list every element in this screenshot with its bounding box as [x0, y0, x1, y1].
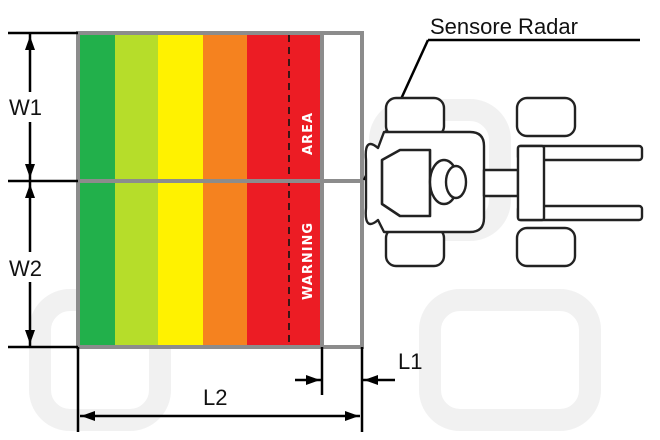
zone-yellow-green	[115, 33, 158, 347]
zone-red-inner	[289, 33, 322, 347]
zone-red	[247, 33, 289, 347]
width-dimension-arrows	[25, 36, 35, 344]
w2-label-bg	[8, 252, 52, 282]
w1-label-bg	[8, 92, 52, 122]
l1-label: L1	[398, 349, 422, 374]
warning-zones	[78, 33, 322, 347]
l2-label: L2	[203, 385, 227, 410]
zone-yellow	[158, 33, 203, 347]
zone-orange	[203, 33, 247, 347]
w2-label: W2	[9, 256, 42, 281]
area-frame	[76, 31, 364, 349]
length-dimension-arrows	[81, 375, 378, 421]
forklift-top-view-icon	[364, 96, 644, 268]
sensor-label: Sensore Radar	[430, 14, 578, 39]
warning-label: WARNING	[301, 222, 316, 300]
w1-label: W1	[9, 95, 42, 120]
zone-green	[78, 33, 115, 347]
area-label: AREA	[301, 112, 316, 155]
